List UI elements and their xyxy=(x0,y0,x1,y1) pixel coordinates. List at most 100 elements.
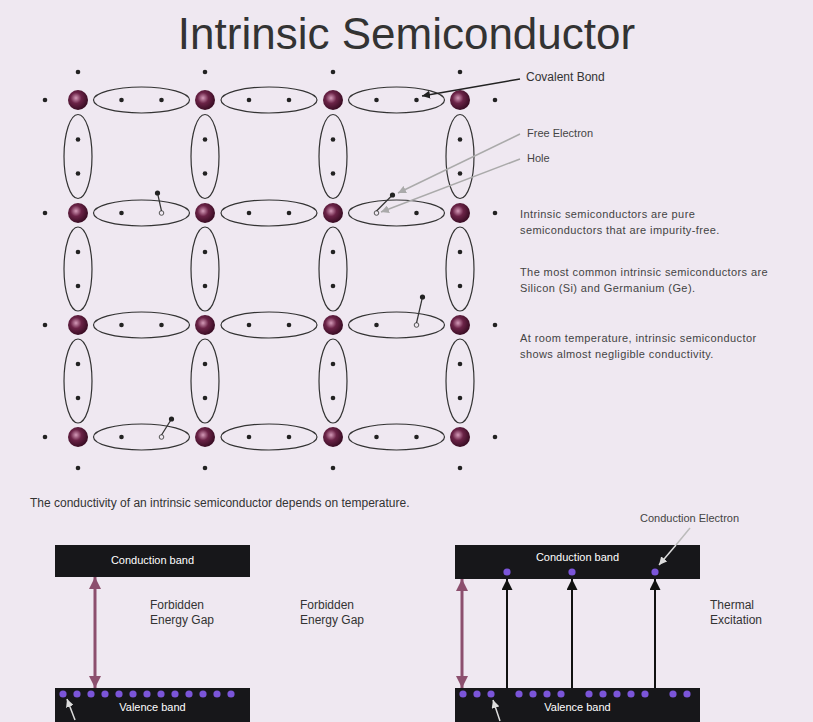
atom xyxy=(68,315,88,335)
band-label: Valence band xyxy=(455,701,700,714)
electron-dot xyxy=(119,211,124,216)
electron-dot xyxy=(458,137,463,142)
free-electron-dot xyxy=(169,416,174,421)
electron-dot xyxy=(459,690,466,697)
electron-dot xyxy=(203,171,208,176)
electron-dot xyxy=(101,690,108,697)
electron-dot xyxy=(493,435,498,440)
electron-dot xyxy=(613,690,620,697)
electron-dot xyxy=(43,435,48,440)
electron-dot xyxy=(458,284,463,289)
excitation-arrow xyxy=(506,579,508,688)
atom xyxy=(323,203,343,223)
electron-dot xyxy=(458,171,463,176)
electron-dot xyxy=(76,284,81,289)
covalent-bond xyxy=(191,339,219,423)
electron-dot xyxy=(287,98,292,103)
electron-dot xyxy=(487,690,494,697)
energy-band: Conduction band xyxy=(455,545,700,579)
hole-symbol xyxy=(159,435,164,440)
covalent-bond xyxy=(94,200,190,226)
leader-line xyxy=(422,79,520,96)
energy-gap-arrow xyxy=(461,579,464,688)
electron-dot xyxy=(199,690,206,697)
electron-dot xyxy=(159,323,164,328)
electron-dot xyxy=(503,568,510,575)
electron-dot xyxy=(458,70,463,75)
title: Intrinsic Semiconductor xyxy=(0,8,813,60)
covalent-bond xyxy=(349,87,445,113)
electron-dot xyxy=(59,690,66,697)
electron-dot xyxy=(414,211,419,216)
covalent-bond xyxy=(94,87,190,113)
note-text: At room temperature, intrinsic semicondu… xyxy=(520,330,770,362)
energy-band: Valence band xyxy=(455,688,700,722)
band-label: Conduction band xyxy=(55,554,250,567)
electron-dot xyxy=(159,98,164,103)
band-label: Valence band xyxy=(55,701,250,714)
atom xyxy=(450,203,470,223)
covalent-bond xyxy=(221,312,317,338)
hole-symbol xyxy=(414,323,419,328)
electron-dot xyxy=(627,690,634,697)
energy-band: Conduction band xyxy=(55,545,250,577)
electron-dot xyxy=(458,250,463,255)
leader-line xyxy=(398,134,520,193)
gap-label: Forbidden Energy Gap xyxy=(150,598,232,628)
callout-label: Covalent Bond xyxy=(526,70,686,85)
electron-dot xyxy=(374,98,379,103)
electron-dot xyxy=(247,98,252,103)
electron-dot xyxy=(331,284,336,289)
covalent-bond xyxy=(446,227,474,311)
electron-dot xyxy=(458,396,463,401)
callout-label: Free Electron xyxy=(527,126,687,140)
atom xyxy=(68,90,88,110)
gap-label: Forbidden Energy Gap xyxy=(300,598,382,628)
electron-dot xyxy=(287,211,292,216)
electron-dot xyxy=(76,250,81,255)
electron-dot xyxy=(458,466,463,471)
electron-dot xyxy=(493,323,498,328)
electron-dot xyxy=(171,690,178,697)
electron-dot xyxy=(641,690,648,697)
electron-dot xyxy=(287,323,292,328)
covalent-bond xyxy=(64,227,92,311)
electron-dot xyxy=(43,323,48,328)
electron-dot xyxy=(76,362,81,367)
covalent-bond xyxy=(191,115,219,199)
electron-dot xyxy=(557,690,564,697)
electron-dot xyxy=(599,690,606,697)
electron-dot xyxy=(203,70,208,75)
electron-dot xyxy=(414,435,419,440)
atom xyxy=(323,427,343,447)
electron-dot xyxy=(213,690,220,697)
excitation-line xyxy=(158,193,162,211)
electron-dot xyxy=(331,250,336,255)
electron-dot xyxy=(157,690,164,697)
electron-dot xyxy=(247,435,252,440)
electron-dot xyxy=(185,690,192,697)
electron-dot xyxy=(414,98,419,103)
electron-dot xyxy=(43,98,48,103)
callout-label: Conduction Electron xyxy=(640,511,800,525)
electron-dot xyxy=(203,284,208,289)
excitation-label: Thermal Excitation xyxy=(710,598,792,628)
electron-dot xyxy=(568,568,575,575)
covalent-bond xyxy=(191,227,219,311)
covalent-bond xyxy=(64,339,92,423)
electron-dot xyxy=(331,362,336,367)
electron-dot xyxy=(287,435,292,440)
atom xyxy=(450,427,470,447)
free-electron-dot xyxy=(420,294,425,299)
excitation-line xyxy=(162,419,172,435)
covalent-bond xyxy=(319,339,347,423)
leader-line xyxy=(493,700,500,721)
energy-band: Valence band xyxy=(55,688,250,722)
atom xyxy=(323,315,343,335)
covalent-bond xyxy=(446,339,474,423)
electron-dot xyxy=(203,137,208,142)
electron-dot xyxy=(119,98,124,103)
excitation-line xyxy=(417,297,423,323)
electron-dot xyxy=(473,690,480,697)
